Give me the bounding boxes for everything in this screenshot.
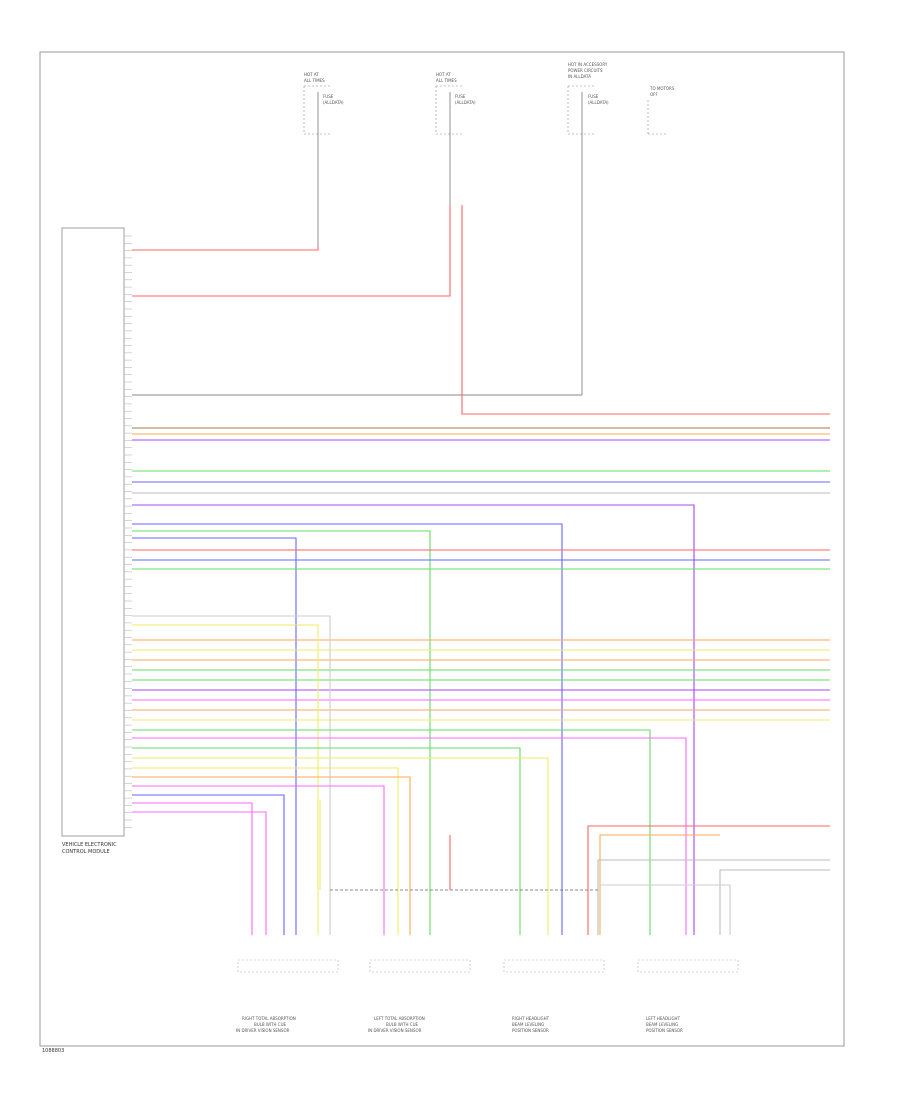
diagram-code: 1088803 [42, 1048, 64, 1054]
fuse-1-label: FUSE [323, 94, 334, 99]
sensor-label-3: RIGHT HEADLIGHT BEAM LEVELING POSITION S… [512, 1016, 550, 1033]
fuse-2-sublabel: (ALLDATA) [455, 100, 476, 105]
wire-sensor3-green [132, 747, 521, 935]
sensor-connector-group [237, 959, 739, 973]
module-label-line-2: CONTROL MODULE [62, 849, 110, 855]
sensor-2-line-1: LEFT TOTAL ABSORPTION [374, 1016, 425, 1021]
fuse-1-sublabel: (ALLDATA) [323, 100, 344, 105]
wire-sensor4-violet [132, 504, 695, 935]
wire-power-1 [132, 245, 319, 251]
fuse-block-3-subtitle: POWER CIRCUITS [568, 68, 603, 73]
control-module-label: VEHICLE ELECTRONIC CONTROL MODULE [62, 842, 117, 855]
control-module-box [61, 227, 125, 837]
sensor-2-line-2: BULB WITH CUE [386, 1022, 418, 1027]
sensor-label-2: LEFT TOTAL ABSORPTION BULB WITH CUE IN D… [368, 1016, 425, 1033]
fuse-2-label: FUSE [455, 94, 466, 99]
fuse-block-2-title: HOT AT [436, 72, 451, 77]
wire-bus-red [461, 205, 830, 415]
sensor-label-1: RIGHT TOTAL ABSORPTION BULB WITH CUE IN … [236, 1016, 296, 1033]
sensor-connector-1 [237, 959, 339, 973]
fuse-block-1-subtitle: ALL TIMES [304, 78, 325, 83]
wire-sensor4-green [132, 729, 651, 935]
wire-sensor4-gray [719, 869, 830, 935]
fuse-block-3: HOT IN ACCESSORY POWER CIRCUITS IN ALLDA… [567, 62, 609, 395]
sensor-4-line-1: LEFT HEADLIGHT [646, 1016, 681, 1021]
fuse-block-4-subtitle: OFF [650, 92, 658, 97]
sensor-connector-3 [503, 959, 605, 973]
fuse-block-4-title: TO MOTORS [649, 86, 675, 91]
wire-sensor4-gray-2 [600, 884, 731, 935]
module-pin-group [124, 235, 132, 828]
sensor-label-4: LEFT HEADLIGHT BEAM LEVELING POSITION SE… [646, 1016, 683, 1033]
wire-sensor1-gray [132, 615, 331, 935]
wire-sensor1-yellow [132, 624, 319, 935]
module-label-line-1: VEHICLE ELECTRONIC [62, 842, 117, 848]
fuse-block-3-note: IN ALLDATA [568, 74, 591, 79]
sensor-3-line-2: BEAM LEVELING [512, 1022, 544, 1027]
wire-sensor-gray [597, 859, 830, 935]
fuse-block-1-title: HOT AT [304, 72, 319, 77]
wire-sensor3-red [587, 825, 830, 935]
sensor-4-line-3: POSITION SENSOR [646, 1028, 683, 1033]
sensor-4-line-2: BEAM LEVELING [646, 1022, 678, 1027]
fuse-block-1: HOT AT ALL TIMES FUSE (ALLDATA) [303, 72, 344, 245]
wire-sensor3-orange [599, 834, 720, 935]
wire-sensor1-blue [132, 537, 297, 935]
sensor-connector-4 [637, 959, 739, 973]
wire-sensor2-yellow [132, 767, 399, 935]
sensor-connector-2 [369, 959, 471, 973]
sensor-1-line-1: RIGHT TOTAL ABSORPTION [242, 1016, 296, 1021]
diagram-frame [39, 51, 845, 1047]
wire-sensor3-yellow [132, 757, 549, 935]
fuse-block-2: HOT AT ALL TIMES FUSE (ALLDATA) [435, 72, 476, 205]
wire-sensor4-pink [132, 737, 687, 935]
fuse-block-4: TO MOTORS OFF [647, 86, 675, 135]
wire-group [132, 205, 830, 935]
fuse-block-3-title: HOT IN ACCESSORY [568, 62, 608, 67]
wire-sensor1-blue-2 [132, 794, 285, 935]
sensor-3-line-1: RIGHT HEADLIGHT [512, 1016, 550, 1021]
wire-sensor3-blue [132, 523, 563, 935]
sensor-3-line-3: POSITION SENSOR [512, 1028, 549, 1033]
fuse-block-2-subtitle: ALL TIMES [436, 78, 457, 83]
wire-sensor1-pink [132, 802, 253, 935]
fuse-3-sublabel: (ALLDATA) [588, 100, 609, 105]
wire-sensor2-pink [132, 785, 385, 935]
sensor-1-line-3: IN DRIVER VISION SENSOR [236, 1028, 290, 1033]
wire-sensor2-green [132, 530, 431, 935]
fuse-3-label: FUSE [588, 94, 599, 99]
wire-power-2 [132, 205, 451, 297]
wire-sensor2-orange [132, 776, 411, 935]
sensor-2-line-3: IN DRIVER VISION SENSOR [368, 1028, 422, 1033]
wire-sensor1-pink-2 [132, 811, 267, 935]
sensor-1-line-2: BULB WITH CUE [254, 1022, 286, 1027]
